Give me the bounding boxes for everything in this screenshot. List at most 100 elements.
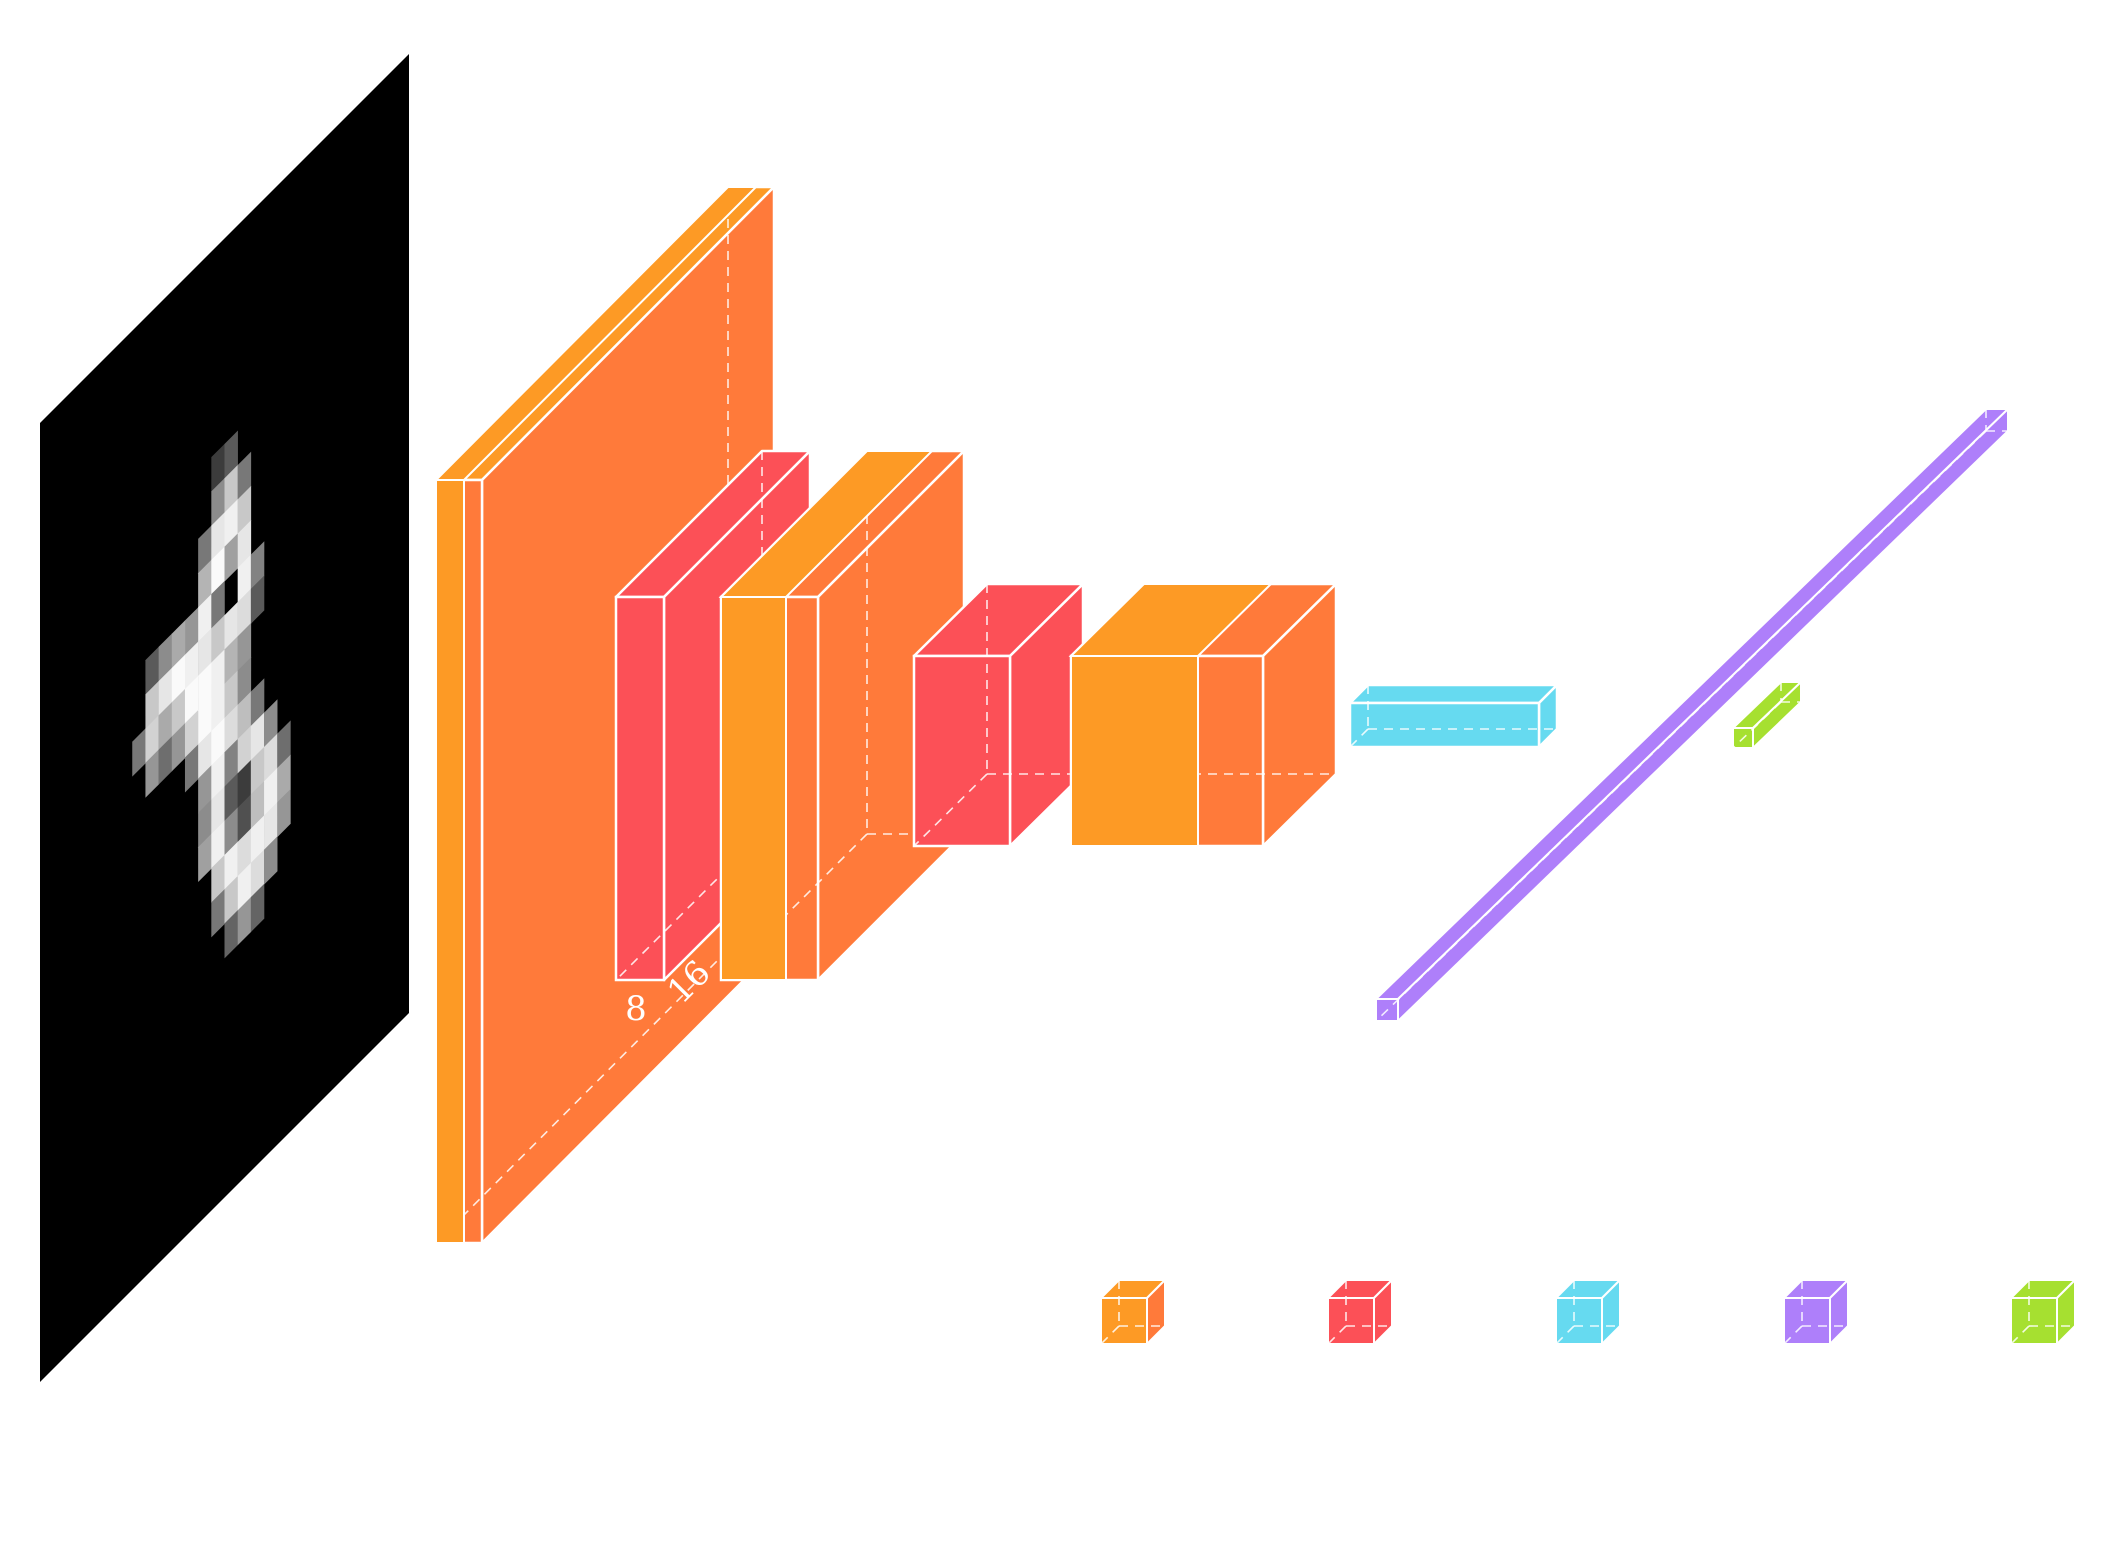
input-pixel: [277, 788, 291, 838]
dense-block: [1375, 408, 2009, 1022]
flatten-legend-cube: [1555, 1279, 1621, 1345]
input-pixel: [184, 675, 199, 724]
input-pixel: [250, 780, 265, 830]
input-pixel: [264, 767, 278, 817]
input-pixel: [198, 730, 212, 780]
dense-legend-cube-front-face: [1783, 1297, 1831, 1345]
conv3-front-strip: [1070, 655, 1199, 847]
input-pixel: [171, 620, 186, 669]
input-pixel: [237, 794, 252, 843]
input-pixel: [224, 910, 238, 959]
pool2-block: [912, 582, 1085, 848]
input-pixel: [237, 554, 252, 603]
conv-legend-cube-hidden-edge: [1100, 1325, 1120, 1345]
input-pixel: [184, 641, 199, 690]
flatten-top-face: [1348, 683, 1559, 705]
input-pixel: [224, 533, 238, 582]
input-pixel: [224, 670, 238, 719]
output-legend-cube-front-face: [2010, 1297, 2058, 1345]
legend: [1100, 1279, 2076, 1345]
input-pixel: [264, 699, 278, 748]
input-pixel: [237, 657, 252, 706]
input-pixel: [237, 451, 252, 501]
input-pixel: [224, 875, 238, 925]
input-pixel: [184, 607, 199, 656]
conv1-top-strip: [433, 186, 759, 481]
input-pixel: [224, 704, 238, 753]
input-pixel: [264, 733, 278, 782]
input-pixel: [211, 477, 225, 527]
input-pixel: [250, 678, 265, 727]
input-pixel: [224, 636, 238, 685]
conv1-channels-label: 8: [625, 989, 647, 1029]
input-pixel: [224, 464, 238, 514]
input-pixel: [132, 728, 146, 777]
input-pixel: [237, 588, 252, 638]
input-pixel: [250, 541, 265, 590]
output-hidden-edge: [1732, 701, 1782, 749]
input-pixel: [198, 662, 212, 711]
input-pixel: [171, 654, 186, 703]
input-pixel: [158, 701, 173, 751]
input-pixel: [145, 749, 159, 798]
input-pixel: [171, 688, 186, 738]
input-pixel: [211, 443, 225, 493]
input-pixel: [211, 580, 225, 630]
input-pixel: [237, 828, 252, 877]
pool2-front-face: [912, 654, 1012, 848]
input-pixel: [224, 807, 238, 856]
input-pixel: [211, 786, 225, 835]
conv2-front-strip: [720, 596, 787, 981]
input-pixel: [277, 720, 291, 769]
input-pixel: [198, 696, 212, 746]
input-pixel: [211, 614, 225, 664]
conv-legend-cube: [1100, 1279, 1166, 1345]
input-pixel: [264, 802, 278, 851]
output-block: [1732, 681, 1802, 749]
input-pixel: [198, 525, 212, 574]
input-pixel: [224, 430, 238, 479]
flatten-legend-cube-front-face: [1555, 1297, 1603, 1345]
conv1-front-strip: [435, 479, 465, 1244]
input-pixel: [198, 799, 212, 848]
input-pixel: [158, 736, 173, 785]
input-pixel: [211, 683, 225, 732]
input-pixel: [184, 709, 199, 759]
input-pixel: [211, 649, 225, 698]
input-pixel: [224, 738, 238, 788]
input-pixel: [264, 836, 278, 885]
conv2-hidden-edge: [720, 833, 868, 981]
input-pixel: [250, 815, 265, 864]
input-pixel: [211, 888, 225, 938]
conv3-top-strip: [1068, 583, 1274, 657]
input-pixel: [211, 751, 225, 801]
input-pixel: [237, 725, 252, 775]
input-pixel: [237, 485, 252, 535]
input-pixel: [250, 575, 265, 624]
input-pixel: [224, 841, 238, 890]
input-pixel: [145, 680, 159, 730]
input-pixel: [211, 820, 225, 869]
input-pixel: [277, 754, 291, 803]
input-pixel: [198, 833, 212, 883]
input-image-pixels: [132, 430, 291, 959]
dense-legend-cube: [1783, 1279, 1849, 1345]
output-legend-cube: [2010, 1279, 2076, 1345]
input-pixel: [250, 849, 265, 898]
input-pixel: [158, 633, 173, 682]
input-pixel: [171, 723, 186, 772]
flatten-front-face: [1348, 701, 1541, 749]
input-pixel: [198, 593, 212, 643]
input-pixel: [237, 862, 252, 912]
input-pixel: [250, 712, 265, 761]
conv2-top-strip: [718, 450, 935, 598]
input-pixel: [211, 546, 225, 595]
input-pixel: [211, 717, 225, 767]
dense-legend-cube-hidden-edge: [1783, 1325, 1803, 1345]
output-legend-cube-hidden-edge: [2010, 1325, 2030, 1345]
input-pixel: [237, 691, 252, 740]
pool2-hidden-edge: [913, 773, 988, 847]
flatten-hidden-edge: [1349, 728, 1369, 748]
flatten-legend-cube-hidden-edge: [1555, 1325, 1575, 1345]
